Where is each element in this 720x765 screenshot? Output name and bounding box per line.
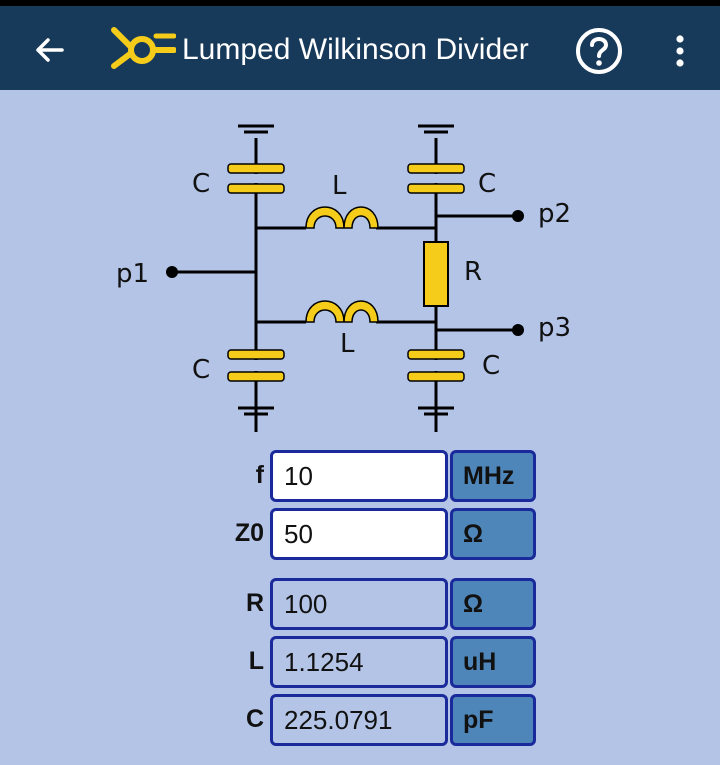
capacitance-value: 225.0791 — [284, 705, 393, 735]
resistor — [423, 241, 449, 307]
impedance-unit-button[interactable]: Ω — [450, 508, 536, 560]
port-p2-dot — [512, 210, 524, 222]
capacitor-plate — [227, 183, 285, 194]
label-p2: p2 — [538, 199, 571, 229]
inductor-bottom — [305, 300, 379, 323]
resistance-output: 100 — [270, 578, 448, 630]
wilkinson-logo-icon — [111, 27, 176, 69]
impedance-input[interactable] — [273, 511, 445, 557]
label-p3: p3 — [538, 313, 571, 343]
page-title: Lumped Wilkinson Divider — [182, 33, 529, 66]
capacitance-label: C — [245, 705, 264, 733]
impedance-label: Z0 — [234, 519, 264, 547]
label-l-bottom: L — [340, 329, 355, 359]
label-p1: p1 — [116, 259, 149, 289]
frequency-field[interactable] — [270, 450, 448, 502]
inductance-label: L — [248, 647, 264, 675]
capacitor-plate — [407, 163, 465, 174]
port-p1-dot — [166, 266, 178, 278]
wilkinson-schematic: C L C p2 p1 R p3 L C C — [116, 124, 571, 432]
capacitor-plate — [407, 349, 465, 360]
resistance-value: 100 — [284, 589, 328, 619]
label-c-top-left: C — [192, 169, 210, 199]
label-l-top: L — [332, 171, 347, 201]
resistance-unit-button[interactable]: Ω — [450, 578, 536, 630]
label-c-top-right: C — [478, 169, 496, 199]
capacitance-output: 225.0791 — [270, 694, 448, 746]
inductor-top — [305, 206, 379, 229]
capacitor-plate — [407, 183, 465, 194]
capacitor-plate — [227, 163, 285, 174]
capacitance-unit-button[interactable]: pF — [450, 694, 536, 746]
app-bar: Lumped Wilkinson Divider — [0, 0, 720, 90]
inductance-output: 1.1254 — [270, 636, 448, 688]
label-r: R — [464, 257, 482, 287]
help-icon[interactable] — [574, 26, 624, 76]
frequency-label: f — [255, 461, 264, 489]
inductance-value: 1.1254 — [284, 647, 364, 677]
inductance-unit-button[interactable]: uH — [450, 636, 536, 688]
calculator-panel: C L C p2 p1 R p3 L C C f MHz Z0 Ω R 100 — [6, 90, 714, 765]
resistance-label: R — [245, 589, 264, 617]
impedance-field[interactable] — [270, 508, 448, 560]
capacitor-plate — [407, 371, 465, 382]
frequency-input[interactable] — [273, 453, 445, 499]
capacitor-plate — [227, 349, 285, 360]
capacitor-plate — [227, 371, 285, 382]
frequency-unit-button[interactable]: MHz — [450, 450, 536, 502]
label-c-bottom-right: C — [482, 351, 500, 381]
port-p3-dot — [512, 324, 524, 336]
label-c-bottom-left: C — [192, 355, 210, 385]
more-vert-icon[interactable] — [664, 30, 696, 72]
back-arrow-icon[interactable] — [28, 28, 72, 72]
